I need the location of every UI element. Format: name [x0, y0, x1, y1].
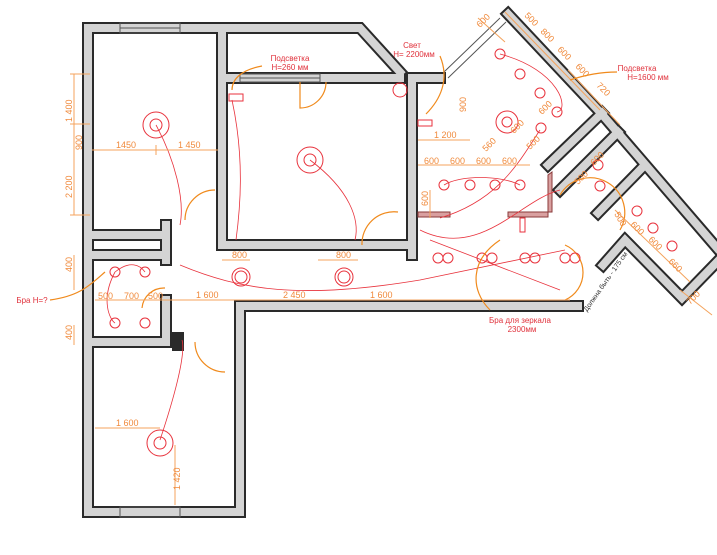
- dim-label: 1 400: [64, 99, 74, 122]
- dim-label: 500: [98, 291, 113, 301]
- windows: [119, 17, 507, 518]
- dim-label: 400: [64, 325, 74, 340]
- dim-label: 560: [480, 136, 498, 154]
- dim-label: 900: [74, 135, 84, 150]
- dim-label: 600: [474, 12, 492, 30]
- dim-label: 600: [647, 234, 665, 252]
- dim-label: 600: [450, 156, 465, 166]
- dim-label: 2 200: [64, 175, 74, 198]
- dim-label: 500: [524, 134, 542, 152]
- dim-label: 2 450: [283, 290, 306, 300]
- dim-label: 800: [336, 250, 351, 260]
- label-bra-h: Бра H=?: [16, 296, 48, 305]
- dim-label: 700: [124, 291, 139, 301]
- doors: [141, 81, 626, 373]
- dim-label: 400: [64, 257, 74, 272]
- dim-label: 1 450: [178, 140, 201, 150]
- dim-label: 800: [232, 250, 247, 260]
- dim-label: 660: [667, 256, 685, 274]
- dim-label: 900: [458, 97, 468, 112]
- dim-label: 1 600: [116, 418, 139, 428]
- dim-label: 600: [476, 156, 491, 166]
- dim-label: 600: [420, 191, 430, 206]
- dim-label: 600: [502, 156, 517, 166]
- dim-label: 1 600: [196, 290, 219, 300]
- dim-label: 600: [424, 156, 439, 166]
- dim-label: 600: [536, 99, 554, 117]
- dimension-lines: [70, 11, 713, 505]
- dim-label: 600: [629, 219, 647, 237]
- dim-label: 1450: [116, 140, 136, 150]
- electrical: [106, 48, 678, 457]
- dim-label: 1 420: [172, 467, 182, 490]
- spot-lights: [109, 48, 678, 329]
- dim-label: 500: [612, 210, 628, 228]
- dim-label: 720: [595, 80, 613, 98]
- dim-label: 1 600: [370, 290, 393, 300]
- dim-label: 500: [148, 291, 163, 301]
- dim-label: 1 200: [434, 130, 457, 140]
